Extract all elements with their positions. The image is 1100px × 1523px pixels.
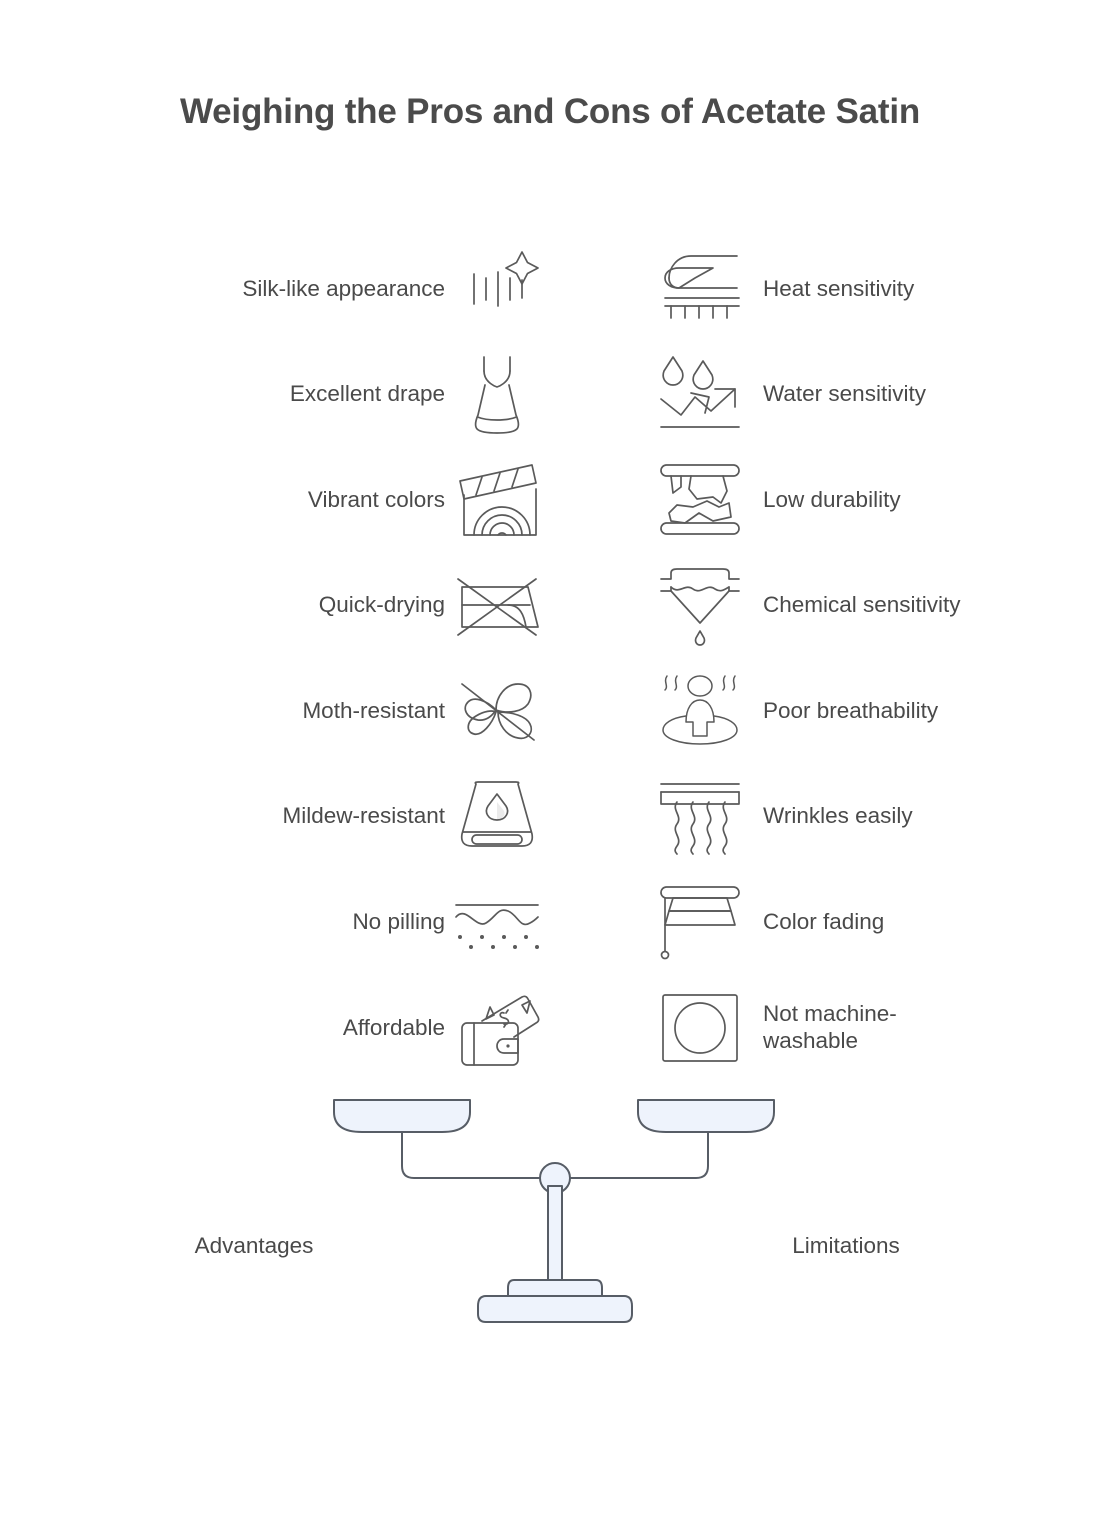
list-item: Wrinkles easily	[550, 764, 1100, 870]
list-item: Low durability	[550, 447, 1100, 553]
list-item-label: Excellent drape	[289, 381, 445, 407]
list-item: Heat sensitivity	[550, 236, 1100, 342]
faded-blind-icon	[655, 877, 745, 967]
list-item: Silk-like appearance	[0, 236, 550, 342]
list-item: No pilling	[0, 870, 550, 976]
list-item-label: Water sensitivity	[763, 381, 926, 407]
list-item-label: Heat sensitivity	[763, 275, 915, 301]
wallet-cash-icon	[452, 983, 542, 1073]
no-machine-wash-icon	[655, 983, 745, 1073]
list-item-label: Mildew-resistant	[282, 803, 445, 829]
list-item: Chemical sensitivity	[550, 553, 1100, 659]
list-item: Moth-resistant	[0, 658, 550, 764]
advantages-heading: Advantages	[194, 1233, 314, 1258]
list-item-label: Moth-resistant	[302, 697, 445, 723]
balance-scale-icon	[320, 1082, 790, 1330]
list-item: Poor breathability	[550, 658, 1100, 764]
folded-towel-droplet-icon	[452, 772, 542, 862]
fabric-drip-icon	[655, 561, 745, 651]
no-moth-icon	[452, 666, 542, 756]
list-item: Quick-drying	[0, 553, 550, 659]
list-item-label: Quick-drying	[318, 592, 445, 618]
list-item-label: Silk-like appearance	[242, 275, 445, 301]
page-title: Weighing the Pros and Cons of Acetate Sa…	[179, 92, 921, 131]
no-flat-dry-icon	[452, 561, 542, 651]
list-item-label: Color fading	[763, 909, 885, 935]
list-item-label: Not machine- washable	[763, 1001, 897, 1053]
list-item-label: No pilling	[352, 909, 445, 935]
list-item-label: Wrinkles easily	[763, 803, 913, 829]
list-item: Affordable	[0, 975, 550, 1081]
list-item-label: Poor breathability	[763, 697, 939, 723]
list-item-label: Low durability	[763, 486, 901, 512]
wrinkled-fabric-icon	[655, 772, 745, 862]
list-item: Not machine- washable	[550, 975, 1100, 1081]
list-item: Color fading	[550, 870, 1100, 976]
list-item-label: Chemical sensitivity	[763, 592, 961, 618]
dress-icon	[452, 349, 542, 439]
list-item: Mildew-resistant	[0, 764, 550, 870]
water-droplets-arrows-icon	[655, 349, 745, 439]
list-item: Water sensitivity	[550, 342, 1100, 448]
fabric-pills-icon	[452, 877, 542, 967]
torn-fabric-icon	[655, 455, 745, 545]
limitations-heading: Limitations	[792, 1233, 900, 1258]
list-item: Excellent drape	[0, 342, 550, 448]
sweating-person-icon	[655, 666, 745, 756]
advantages-column: Silk-like appearance Excellent drape	[0, 236, 550, 1081]
limitations-column: Heat sensitivity Water sensitivity	[550, 236, 1100, 1081]
shine-fabric-icon	[452, 244, 542, 334]
clapperboard-rainbow-icon	[452, 455, 542, 545]
list-item-label: Affordable	[342, 1014, 445, 1040]
list-item: Vibrant colors	[0, 447, 550, 553]
iron-fabric-icon	[655, 244, 745, 334]
list-item-label: Vibrant colors	[307, 486, 445, 512]
